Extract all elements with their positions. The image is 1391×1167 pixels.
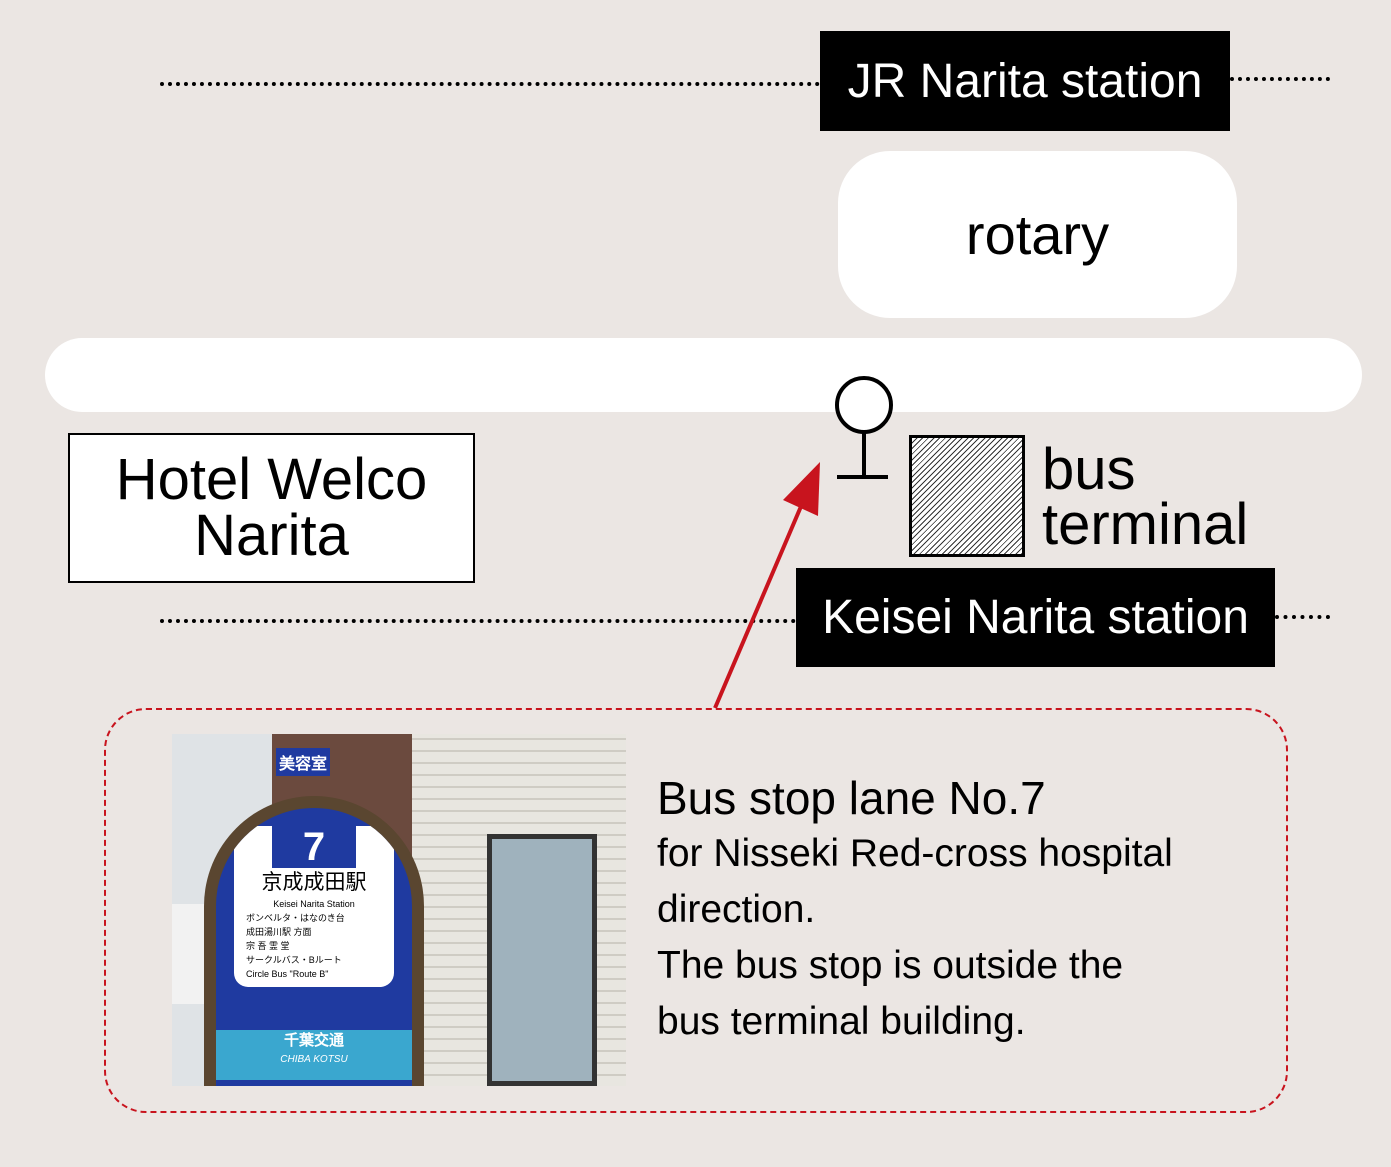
road — [45, 338, 1362, 412]
rotary: rotary — [838, 151, 1237, 318]
bus-stop-photo: 美容室 7 京成成田駅 Keisei Narita Station ボンベルタ・… — [172, 734, 626, 1086]
bus-stop-icon — [835, 376, 893, 479]
callout-title: Bus stop lane No.7 — [657, 772, 1046, 824]
jr-railway-line — [160, 82, 820, 86]
bus-stop-sign: 7 京成成田駅 Keisei Narita Station ボンベルタ・はなのき… — [204, 796, 424, 1086]
keisei-railway-line — [1275, 615, 1330, 619]
bus-stop-description: Bus stop lane No.7 for Nisseki Red-cross… — [657, 770, 1257, 1050]
bus-stop-callout — [104, 708, 1288, 1113]
keisei-railway-line — [160, 619, 796, 623]
bus-terminal-label: bus terminal — [1042, 437, 1249, 557]
jr-railway-line — [1230, 77, 1330, 81]
bus-terminal-building — [909, 435, 1025, 557]
keisei-station-label: Keisei Narita station — [796, 568, 1275, 667]
jr-station-label: JR Narita station — [820, 31, 1230, 131]
